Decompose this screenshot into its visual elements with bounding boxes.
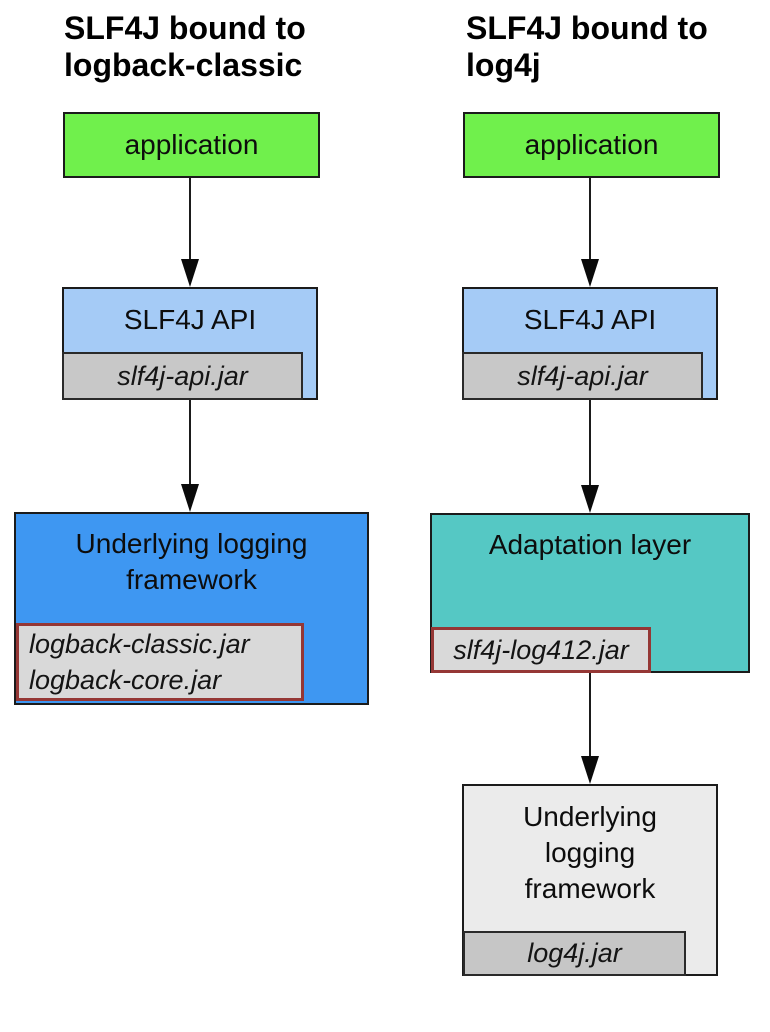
right-adaptation-layer-box: Adaptation layer slf4j-log412.jar bbox=[430, 513, 750, 673]
right-adaptation-jar-label: slf4j-log412.jar bbox=[453, 635, 629, 665]
right-adaptation-layer-label: Adaptation layer bbox=[488, 529, 692, 560]
left-arrow-app-to-api-line bbox=[189, 178, 191, 261]
right-arrow-api-to-adaptation-line bbox=[589, 400, 591, 486]
left-framework-jar-badge: logback-classic.jar logback-core.jar bbox=[16, 623, 304, 701]
right-arrow-api-to-adaptation-head bbox=[581, 485, 599, 513]
right-slf4j-api-label: SLF4J API bbox=[523, 304, 657, 335]
right-arrow-adaptation-to-framework-line bbox=[589, 673, 591, 757]
left-framework-jar1-label: logback-classic.jar bbox=[29, 629, 250, 659]
right-arrow-app-to-api-line bbox=[589, 178, 591, 261]
left-application-box: application bbox=[63, 112, 320, 178]
left-framework-jar2-label: logback-core.jar bbox=[29, 665, 222, 695]
left-slf4j-api-label: SLF4J API bbox=[123, 304, 257, 335]
right-arrow-app-to-api-head bbox=[581, 259, 599, 287]
right-slf4j-api-box: SLF4J API slf4j-api.jar bbox=[462, 287, 718, 400]
right-framework-jar-label: log4j.jar bbox=[527, 938, 622, 968]
left-slf4j-api-jar-label: slf4j-api.jar bbox=[117, 361, 248, 391]
right-application-box: application bbox=[463, 112, 720, 178]
right-slf4j-api-jar-label: slf4j-api.jar bbox=[517, 361, 648, 391]
right-arrow-adaptation-to-framework-head bbox=[581, 756, 599, 784]
left-arrow-api-to-framework-line bbox=[189, 400, 191, 486]
left-slf4j-api-box: SLF4J API slf4j-api.jar bbox=[62, 287, 318, 400]
left-arrow-app-to-api-head bbox=[181, 259, 199, 287]
left-slf4j-api-jar-badge: slf4j-api.jar bbox=[62, 352, 303, 400]
left-diagram-title: SLF4J bound to logback-classic bbox=[64, 10, 306, 83]
right-underlying-framework-box: Underlying logging framework log4j.jar bbox=[462, 784, 718, 976]
right-framework-jar-badge: log4j.jar bbox=[463, 931, 686, 976]
right-slf4j-api-jar-badge: slf4j-api.jar bbox=[462, 352, 703, 400]
right-underlying-framework-label: Underlying logging framework bbox=[523, 801, 657, 904]
left-underlying-framework-box: Underlying logging framework logback-cla… bbox=[14, 512, 369, 705]
left-arrow-api-to-framework-head bbox=[181, 484, 199, 512]
right-application-label: application bbox=[524, 129, 659, 160]
right-diagram-title: SLF4J bound to log4j bbox=[466, 10, 708, 83]
left-underlying-framework-label: Underlying logging framework bbox=[75, 528, 308, 595]
right-adaptation-jar-badge: slf4j-log412.jar bbox=[431, 627, 651, 673]
left-application-label: application bbox=[124, 129, 259, 160]
